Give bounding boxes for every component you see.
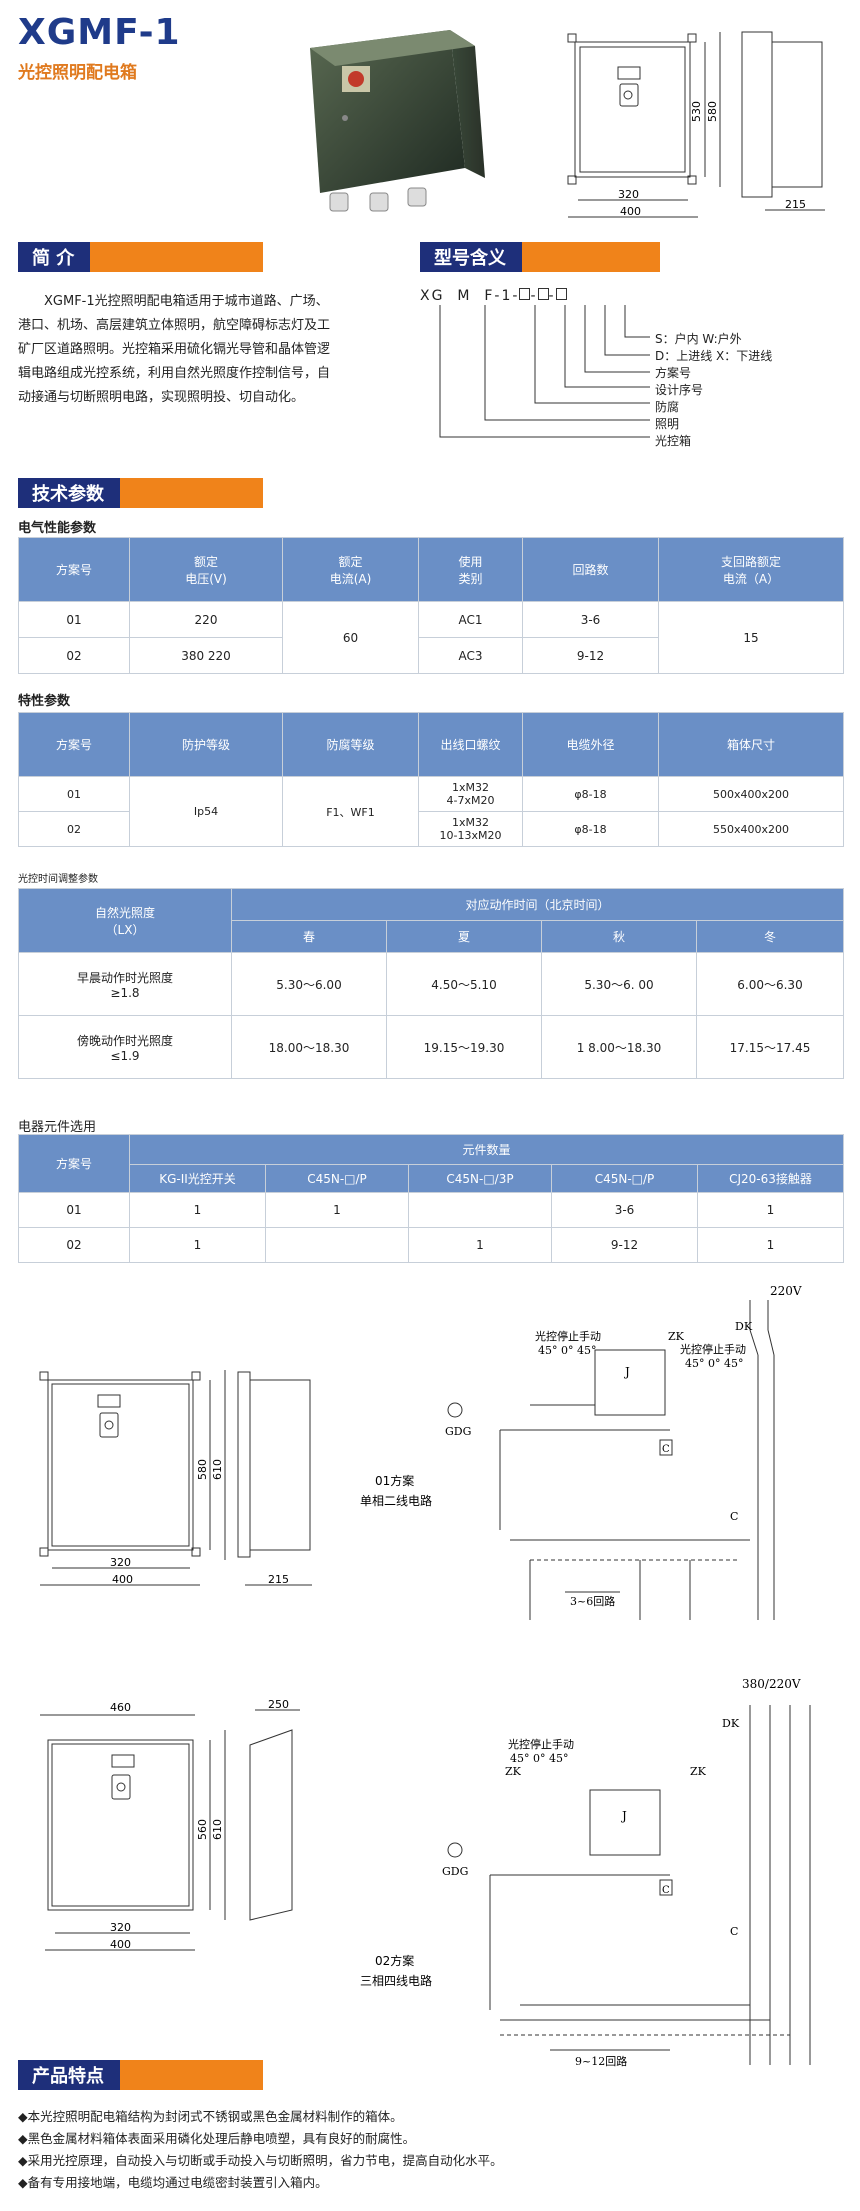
model-line-6: 照明 (655, 417, 680, 431)
tech-heading: 技术参数 (18, 478, 120, 508)
svg-text:GDG: GDG (442, 1865, 468, 1878)
svg-text:45° 0° 45°: 45° 0° 45° (538, 1344, 597, 1357)
svg-text:9~12回路: 9~12回路 (575, 2055, 627, 2068)
svg-text:C: C (730, 1510, 738, 1523)
svg-text:01方案: 01方案 (375, 1473, 414, 1488)
list-item: ◆备有专用接地端，电缆均通过电缆密封装置引入箱内。 (18, 2175, 328, 2190)
svg-text:ZK: ZK (505, 1765, 522, 1778)
electrical-label: 电气性能参数 (18, 521, 97, 536)
col-header: 额定 电压(V) (129, 537, 283, 602)
tech-banner: 技术参数 (18, 478, 263, 508)
svg-text:320: 320 (110, 1556, 131, 1569)
model-line-4: 设计序号 (655, 383, 704, 397)
features-heading: 产品特点 (18, 2060, 120, 2090)
svg-text:380/220V: 380/220V (742, 1677, 801, 1691)
svg-text:C: C (730, 1925, 738, 1938)
product-subtitle: 光控照明配电箱 (18, 63, 137, 83)
list-item: ◆采用光控原理，自动投入与切断或手动投入与切断照明，省力节电，提高自动化水平。 (18, 2153, 503, 2168)
svg-text:光控停止手动: 光控停止手动 (680, 1342, 746, 1356)
model-explain: S：户内 W:户外 D：上进线 X：下进线 方案号 设计序号 防腐 照明 光控箱 (655, 331, 772, 450)
col-header: 额定 电流(A) (282, 537, 419, 602)
svg-text:3~6回路: 3~6回路 (570, 1595, 615, 1608)
features-list: ◆本光控照明配电箱结构为封闭式不锈钢或黑色金属材料制作的箱体。 ◆黑色金属材料箱… (18, 2106, 848, 2194)
product-title: XGMF-1 (18, 12, 181, 53)
model-line-2: D：上进线 X：下进线 (655, 349, 773, 363)
svg-text:DK: DK (735, 1320, 753, 1333)
diagram-scheme-02: 460 320 400 560 610 250 02方案 三相四线电路 380/… (40, 1677, 811, 2068)
intro-text: XGMF-1光控照明配电箱适用于城市道路、广场、港口、机场、高层建筑立体照明，航… (18, 294, 331, 405)
model-line-3: 方案号 (655, 366, 692, 380)
svg-text:三相四线电路: 三相四线电路 (360, 1973, 432, 1988)
model-code: XG M F-1--- (420, 288, 567, 304)
svg-text:250: 250 (268, 1698, 289, 1711)
list-item: ◆黑色金属材料箱体表面采用磷化处理后静电喷塑，具有良好的耐腐性。 (18, 2131, 416, 2146)
svg-text:ZK: ZK (690, 1765, 707, 1778)
svg-text:220V: 220V (770, 1284, 802, 1298)
svg-text:400: 400 (112, 1573, 133, 1586)
svg-text:02方案: 02方案 (375, 1953, 414, 1968)
svg-text:560: 560 (196, 1819, 209, 1840)
list-item: ◆本光控照明配电箱结构为封闭式不锈钢或黑色金属材料制作的箱体。 (18, 2109, 403, 2124)
svg-text:400: 400 (110, 1938, 131, 1951)
svg-text:DK: DK (722, 1717, 740, 1730)
col-header: 方案号 (18, 537, 130, 602)
top-dimension-drawing: 320 400 530 580 215 (567, 31, 825, 218)
col-header: 回路数 (522, 537, 659, 602)
model-line-7: 光控箱 (655, 434, 692, 448)
model-line-1: S：户内 W:户外 (655, 332, 742, 346)
model-line-5: 防腐 (655, 400, 680, 414)
model-leader-lines (439, 305, 650, 438)
svg-text:45° 0° 45°: 45° 0° 45° (685, 1357, 744, 1370)
svg-text:GDG: GDG (445, 1425, 471, 1438)
svg-text:J: J (620, 1809, 627, 1823)
svg-text:460: 460 (110, 1701, 131, 1714)
dim-320: 320 (618, 188, 639, 201)
svg-text:580: 580 (196, 1459, 209, 1480)
model-heading: 型号含义 (420, 242, 522, 272)
col-header: 使用 类别 (418, 537, 523, 602)
svg-text:C: C (662, 1885, 670, 1896)
intro-heading: 简 介 (18, 242, 91, 272)
dim-530: 530 (690, 101, 703, 122)
characteristic-label: 特性参数 (18, 694, 71, 709)
svg-text:610: 610 (211, 1459, 224, 1480)
model-banner: 型号含义 (420, 242, 660, 272)
svg-text:J: J (623, 1365, 630, 1379)
diagram-scheme-01: 320 400 580 610 215 01方案 单相二线电路 220V DK … (39, 1284, 802, 1620)
characteristic-table: 方案号 防护等级 防腐等级 出线口螺纹 电缆外径 箱体尺寸 01 Ip54 F1… (18, 712, 844, 847)
col-header: 支回路额定 电流（A） (658, 537, 844, 602)
svg-text:320: 320 (110, 1921, 131, 1934)
timing-table: 自然光照度 （LX） 对应动作时间（北京时间） 春 夏 秋 冬 早晨动作时光照度… (18, 888, 844, 1079)
table-row: 02 1xM32 10-13xM20 φ8-18 550x400x200 (18, 811, 844, 847)
svg-text:光控停止手动: 光控停止手动 (508, 1737, 574, 1751)
svg-text:610: 610 (211, 1819, 224, 1840)
svg-text:C: C (662, 1444, 670, 1455)
svg-text:光控停止手动: 光控停止手动 (535, 1329, 601, 1343)
intro-banner: 简 介 (18, 242, 263, 272)
electrical-table: 方案号 额定 电压(V) 额定 电流(A) 使用 类别 回路数 支回路额定 电流… (18, 537, 844, 674)
svg-text:215: 215 (268, 1573, 289, 1586)
components-label: 电器元件选用 (18, 1120, 97, 1135)
timing-label: 光控时间调整参数 (18, 874, 98, 885)
dim-215: 215 (785, 198, 806, 211)
svg-text:单相二线电路: 单相二线电路 (360, 1493, 432, 1508)
table-row: 01 Ip54 F1、WF1 1xM32 4-7xM20 φ8-18 500x4… (18, 776, 844, 847)
features-banner: 产品特点 (18, 2060, 263, 2090)
components-table: 方案号 元件数量 KG-II光控开关 C45N-□/P C45N-□/3P C4… (18, 1134, 844, 1263)
svg-text:ZK: ZK (668, 1330, 685, 1343)
svg-text:45° 0° 45°: 45° 0° 45° (510, 1752, 569, 1765)
product-photo (310, 30, 485, 212)
dim-580: 580 (706, 101, 719, 122)
dim-400: 400 (620, 205, 641, 218)
